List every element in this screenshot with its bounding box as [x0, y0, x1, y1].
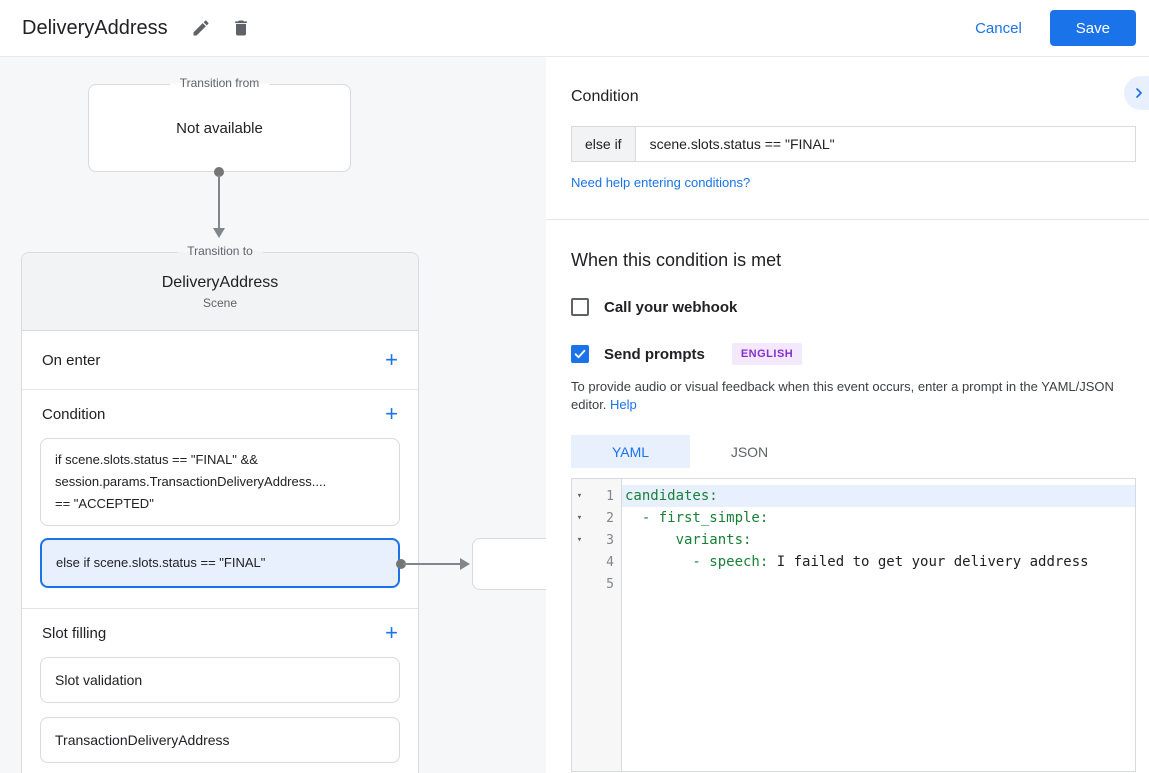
flow-canvas[interactable]: Transition from Not available Transition…	[0, 57, 546, 773]
condition-item-line: == "ACCEPTED"	[55, 496, 154, 511]
code-line[interactable]: - first_simple:	[622, 507, 1135, 529]
send-prompts-checkbox-row[interactable]: Send prompts ENGLISH	[571, 343, 1136, 365]
connector-line-vertical	[218, 175, 220, 228]
condition-item-if[interactable]: if scene.slots.status == "FINAL" && sess…	[40, 438, 400, 526]
helper-text-body: To provide audio or visual feedback when…	[571, 379, 1114, 412]
line-number: 5	[606, 576, 614, 592]
webhook-label: Call your webhook	[604, 298, 738, 316]
condition-item-elseif-selected[interactable]: else if scene.slots.status == "FINAL"	[40, 538, 400, 588]
line-number: 2	[606, 510, 614, 526]
slot-filling-section-head: Slot filling +	[22, 609, 418, 657]
connector-line-horizontal	[403, 563, 461, 565]
line-number: 1	[606, 488, 614, 504]
panel-divider	[546, 219, 1149, 220]
condition-item-line: if scene.slots.status == "FINAL" &&	[55, 452, 258, 467]
condition-item-line: session.params.TransactionDeliveryAddres…	[55, 474, 327, 489]
cancel-button[interactable]: Cancel	[975, 19, 1022, 37]
slot-transaction-item[interactable]: TransactionDeliveryAddress	[40, 717, 400, 763]
tab-json[interactable]: JSON	[690, 435, 809, 468]
condition-section: Condition + if scene.slots.status == "FI…	[22, 390, 418, 609]
webhook-checkbox-row[interactable]: Call your webhook	[571, 298, 1136, 316]
gutter-row: 4	[572, 551, 621, 573]
help-link[interactable]: Help	[610, 397, 637, 412]
transition-from-node[interactable]: Transition from Not available	[88, 76, 351, 172]
editor-gutter: ▾ 1 ▾ 2 ▾ 3 4	[572, 479, 622, 771]
gutter-row: 5	[572, 573, 621, 595]
on-enter-row[interactable]: On enter +	[22, 331, 418, 390]
send-prompts-label: Send prompts	[604, 345, 705, 363]
when-met-title: When this condition is met	[571, 250, 782, 270]
condition-section-head: Condition +	[22, 390, 418, 438]
editor-code-area[interactable]: candidates: - first_simple: variants: - …	[622, 479, 1135, 771]
slot-filling-label: Slot filling	[42, 624, 107, 642]
panel-title: Condition	[571, 88, 639, 105]
scene-node-subtitle: Scene	[202, 295, 238, 310]
gutter-row: ▾ 3	[572, 529, 621, 551]
code-token: I failed to get your delivery address	[768, 554, 1089, 570]
condition-expression-input[interactable]	[635, 126, 1136, 162]
tab-yaml[interactable]: YAML	[571, 435, 690, 468]
yaml-editor: ▾ 1 ▾ 2 ▾ 3 4	[571, 478, 1136, 772]
connector-dot	[396, 559, 406, 569]
fold-toggle-icon[interactable]: ▾	[576, 535, 583, 545]
code-line[interactable]: - speech: I failed to get your delivery …	[622, 551, 1135, 573]
slot-validation-item[interactable]: Slot validation	[40, 657, 400, 703]
code-line[interactable]	[622, 573, 1135, 595]
edit-title-button[interactable]	[184, 11, 218, 45]
condition-panel: Condition else if Need help entering con…	[546, 57, 1149, 773]
top-bar: DeliveryAddress Cancel Save	[0, 0, 1149, 57]
check-icon	[573, 347, 587, 361]
slot-validation-label: Slot validation	[55, 672, 143, 688]
line-number: 4	[606, 554, 614, 570]
save-button[interactable]: Save	[1049, 10, 1136, 46]
title-group: DeliveryAddress	[22, 11, 258, 45]
fold-toggle-icon[interactable]: ▾	[576, 491, 583, 501]
scene-node-header[interactable]: DeliveryAddress Scene	[22, 253, 418, 331]
transition-from-content: Not available	[176, 119, 263, 137]
fold-toggle-icon[interactable]: ▾	[576, 513, 583, 523]
condition-help-link[interactable]: Need help entering conditions?	[571, 175, 751, 190]
pencil-icon	[191, 18, 211, 38]
page-title: DeliveryAddress	[22, 16, 168, 39]
code-line[interactable]: candidates:	[622, 485, 1135, 507]
editor-tabs: YAML JSON	[571, 435, 1136, 468]
trash-icon	[231, 18, 251, 38]
connector-dot	[214, 167, 224, 177]
code-token: - speech:	[625, 554, 769, 570]
transition-target-node[interactable]	[472, 538, 546, 590]
code-token: candidates:	[625, 488, 718, 504]
send-prompts-checkbox[interactable]	[571, 345, 589, 363]
webhook-checkbox[interactable]	[571, 298, 589, 316]
add-on-enter-button[interactable]: +	[385, 347, 398, 372]
condition-item-line: else if scene.slots.status == "FINAL"	[56, 555, 266, 570]
prompts-helper-text: To provide audio or visual feedback when…	[571, 378, 1133, 414]
gutter-row: ▾ 2	[572, 507, 621, 529]
code-line[interactable]: variants:	[622, 529, 1135, 551]
main-split: Transition from Not available Transition…	[0, 57, 1149, 773]
condition-prefix-label: else if	[571, 126, 636, 162]
slot-filling-section: Slot filling + Slot validation Transacti…	[22, 609, 418, 773]
line-number: 3	[606, 532, 614, 548]
scene-node: Transition to DeliveryAddress Scene On e…	[21, 244, 419, 773]
arrow-down-icon	[213, 228, 225, 238]
add-slot-button[interactable]: +	[385, 620, 398, 645]
delete-scene-button[interactable]	[224, 11, 258, 45]
action-buttons: Cancel Save	[975, 10, 1136, 46]
code-token: - first_simple:	[625, 510, 769, 526]
scene-node-title: DeliveryAddress	[161, 273, 279, 291]
on-enter-label: On enter	[42, 351, 101, 369]
arrow-right-icon	[460, 558, 470, 570]
transition-from-label: Transition from	[169, 76, 270, 90]
add-condition-button[interactable]: +	[385, 401, 398, 426]
code-token: variants:	[625, 532, 752, 548]
slot-transaction-label: TransactionDeliveryAddress	[55, 732, 230, 748]
transition-to-label: Transition to	[177, 244, 263, 258]
condition-input-group: else if	[571, 126, 1136, 162]
language-badge: ENGLISH	[731, 343, 803, 365]
collapse-panel-button[interactable]	[1124, 76, 1149, 110]
gutter-row: ▾ 1	[572, 485, 621, 507]
condition-section-label: Condition	[42, 405, 106, 423]
chevron-right-icon	[1131, 85, 1147, 101]
